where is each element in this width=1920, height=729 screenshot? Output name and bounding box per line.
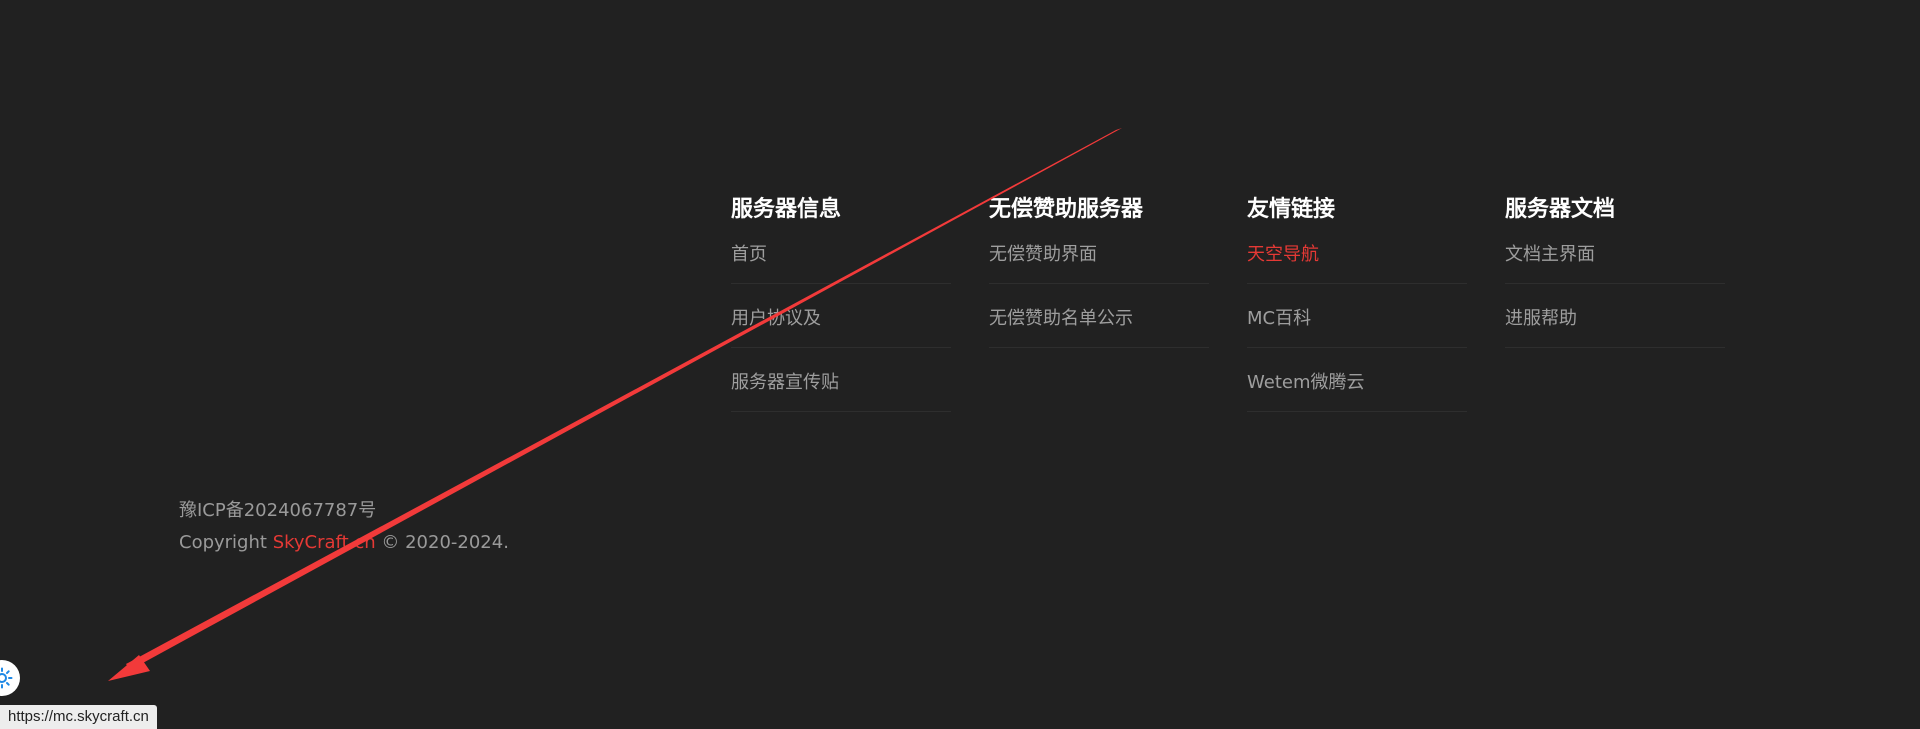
link-user-agreement[interactable]: 用户协议及	[731, 310, 951, 348]
copyright-prefix: Copyright	[179, 532, 273, 553]
copyright: Copyright SkyCraft.cn © 2020-2024.	[179, 527, 509, 559]
link-mc-wiki[interactable]: MC百科	[1247, 310, 1467, 348]
link-home[interactable]: 首页	[731, 246, 951, 284]
footer-column-server-info: 服务器信息 首页 用户协议及 服务器宣传贴	[731, 190, 951, 438]
status-bar-url: https://mc.skycraft.cn	[0, 705, 157, 729]
column-title: 服务器信息	[731, 197, 842, 222]
footer-columns: 服务器信息 首页 用户协议及 服务器宣传贴 无偿赞助服务器 无偿赞助界面 无偿赞…	[731, 190, 1725, 438]
footer-column-friend-links: 友情链接 天空导航 MC百科 Wetem微腾云	[1247, 190, 1467, 438]
footer-column-docs: 服务器文档 文档主界面 进服帮助	[1505, 190, 1725, 438]
sun-icon	[0, 667, 13, 689]
icp-record[interactable]: 豫ICP备2024067787号	[179, 500, 377, 521]
column-title: 友情链接	[1247, 197, 1336, 222]
link-wetem-cloud[interactable]: Wetem微腾云	[1247, 374, 1467, 412]
annotation-arrow-head	[108, 655, 150, 681]
link-sponsor-page[interactable]: 无偿赞助界面	[989, 246, 1209, 284]
column-title: 服务器文档	[1505, 197, 1616, 222]
copyright-suffix: © 2020-2024.	[375, 532, 509, 553]
link-docs-main[interactable]: 文档主界面	[1505, 246, 1725, 284]
column-title: 无偿赞助服务器	[989, 197, 1144, 222]
link-server-promo[interactable]: 服务器宣传贴	[731, 374, 951, 412]
theme-toggle-button[interactable]	[0, 660, 20, 696]
link-sky-nav[interactable]: 天空导航	[1247, 246, 1467, 284]
link-join-help[interactable]: 进服帮助	[1505, 310, 1725, 348]
link-sponsor-list[interactable]: 无偿赞助名单公示	[989, 310, 1209, 348]
footer-column-sponsor: 无偿赞助服务器 无偿赞助界面 无偿赞助名单公示	[989, 190, 1209, 438]
brand-link[interactable]: SkyCraft.cn	[272, 532, 376, 553]
footer-legal: 豫ICP备2024067787号 Copyright SkyCraft.cn ©…	[179, 495, 509, 559]
